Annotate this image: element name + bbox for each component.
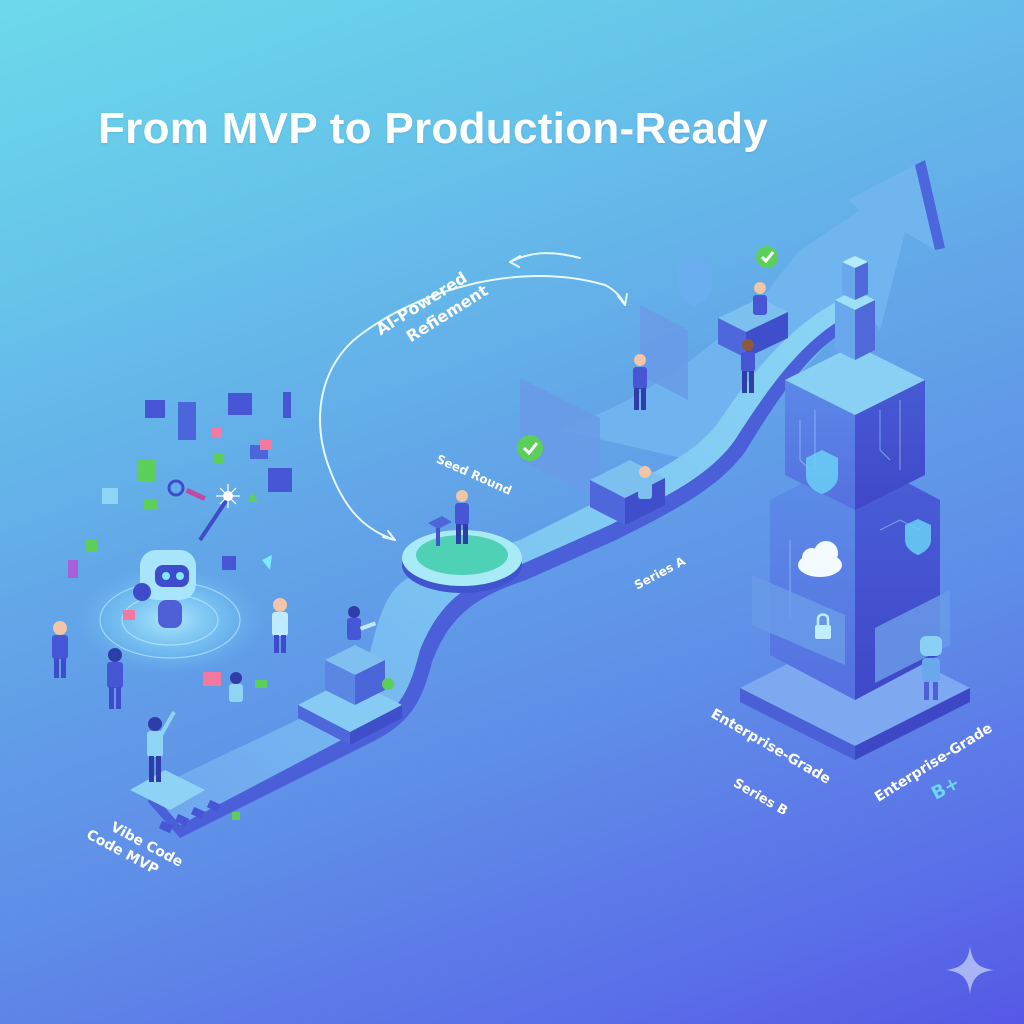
- mvp-creation-scene: [52, 392, 377, 782]
- security-screen: [752, 575, 845, 665]
- person-celebrating-1: [52, 621, 68, 678]
- start-platform: [130, 770, 240, 834]
- person-waving: [147, 711, 176, 782]
- person-presenter: [455, 490, 469, 544]
- lock-icon: [815, 613, 831, 639]
- floating-blocks: [68, 392, 292, 688]
- person-dev-2: [638, 466, 652, 499]
- person-celebrating-4: [229, 672, 243, 702]
- checkmark-icon: [382, 678, 394, 690]
- person-dev-1: [633, 354, 647, 410]
- checkmark-icon: [756, 246, 778, 268]
- dashboard-screen: [875, 590, 950, 683]
- cloud-icon: [798, 541, 842, 577]
- person-seated: [347, 606, 377, 640]
- refinement-loop-arrows: [319, 252, 628, 541]
- checkmark-icon: [517, 435, 543, 461]
- shield-icon: [905, 519, 931, 555]
- person-celebrating-2: [107, 648, 123, 709]
- seed-round-platform: [402, 490, 522, 593]
- robot-icon: [133, 550, 196, 628]
- sparkle-icon: [946, 946, 994, 994]
- enterprise-tower: [740, 256, 970, 760]
- magic-wand-icon: [198, 484, 240, 542]
- person-celebrating-3: [272, 598, 288, 653]
- series-a-platforms: [517, 246, 788, 525]
- person-dev-3: [753, 282, 767, 315]
- shield-icon: [806, 450, 838, 494]
- page-title: From MVP to Production-Ready: [98, 104, 769, 153]
- person-dev-4: [741, 339, 755, 393]
- robot-assistant-small: [920, 636, 942, 700]
- mvp-box-pedestal: [298, 645, 402, 745]
- shield-icon: [678, 256, 712, 306]
